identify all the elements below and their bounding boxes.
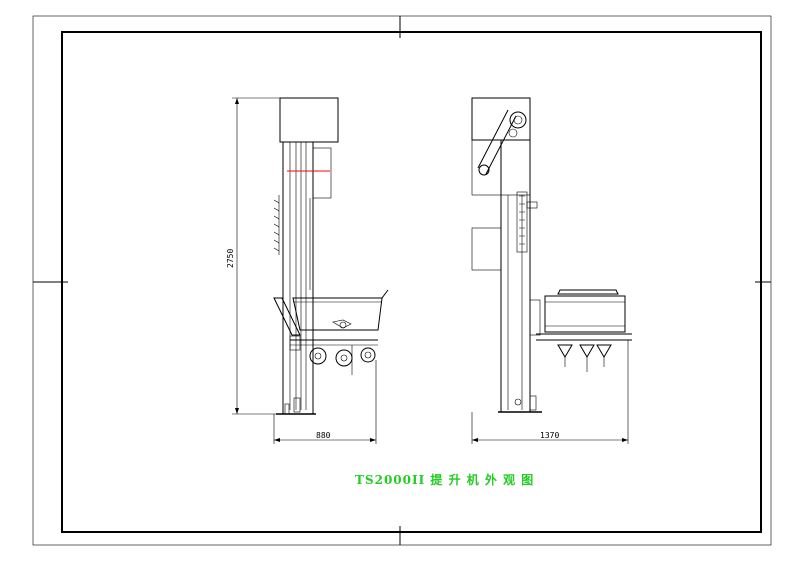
outer-sheet-border xyxy=(32,15,772,546)
inner-drawing-frame xyxy=(61,31,762,533)
front-view-elevator xyxy=(471,97,632,413)
right-width-dimension-label: 1370 xyxy=(540,431,559,440)
side-view-elevator xyxy=(273,97,389,415)
front-view-dimensions xyxy=(471,340,629,444)
centering-marks xyxy=(33,16,771,545)
drawing-title: TS2000II 提 升 机 外 观 图 xyxy=(355,472,534,487)
height-dimension-label: 2750 xyxy=(226,249,235,268)
left-width-dimension-label: 880 xyxy=(316,431,331,440)
side-view-dimensions xyxy=(232,97,377,444)
